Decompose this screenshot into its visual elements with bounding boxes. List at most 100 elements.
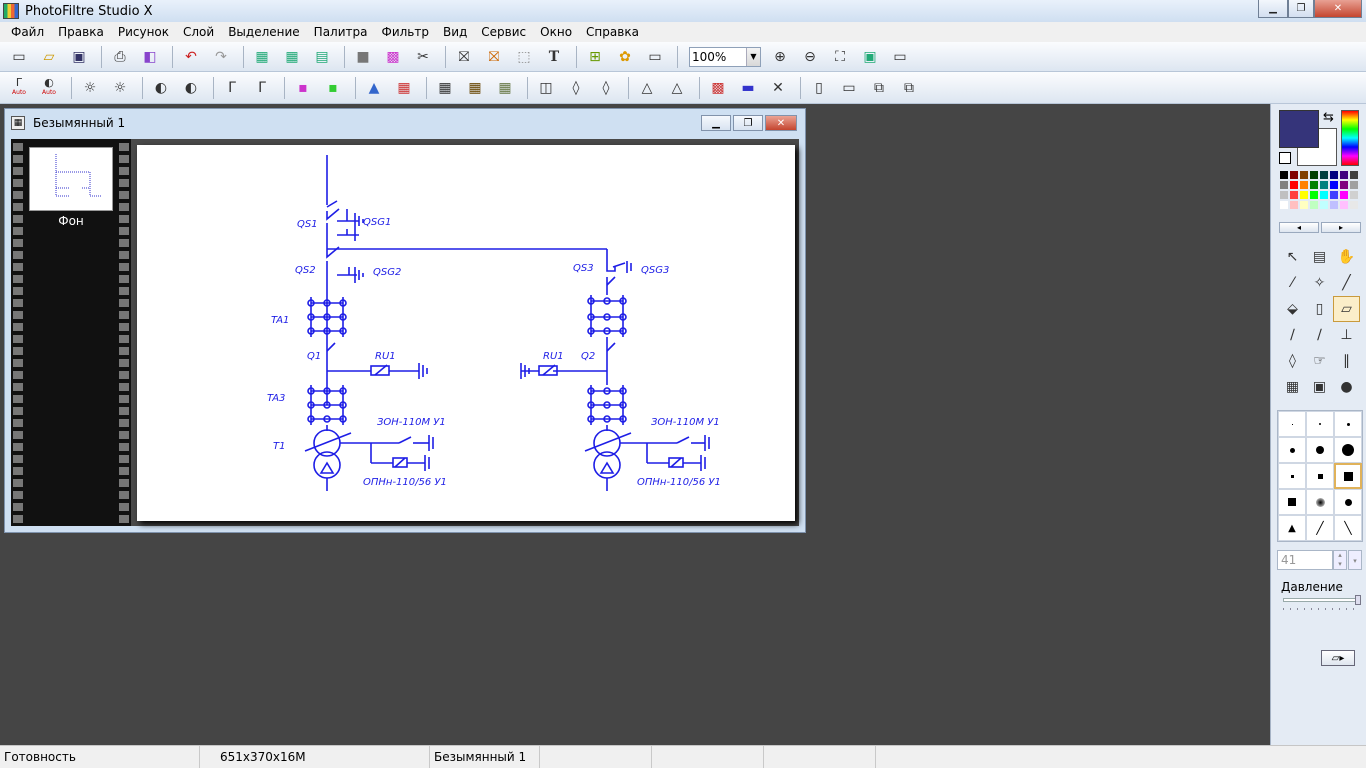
menu-item[interactable]: Рисунок <box>117 25 169 39</box>
magic-wand-tool-icon[interactable]: ✧ <box>1313 275 1326 291</box>
text-icon[interactable]: T <box>548 48 560 65</box>
plugin-icon[interactable]: ✿ <box>619 48 631 65</box>
color-spectrum[interactable] <box>1341 110 1359 166</box>
brush-square-l[interactable] <box>1334 463 1362 489</box>
palette-swatch[interactable] <box>1329 190 1339 200</box>
brightness-plus-icon[interactable]: ☼ <box>113 79 127 96</box>
brush-dot-xxl[interactable] <box>1334 437 1362 463</box>
palette-swatch[interactable] <box>1339 170 1349 180</box>
layer-thumbnail[interactable] <box>29 147 113 211</box>
menu-item[interactable]: Сервис <box>481 25 527 39</box>
transparency-icon[interactable]: ⛝ <box>488 48 500 65</box>
menu-item[interactable]: Выделение <box>228 25 300 39</box>
palette-swatch[interactable] <box>1309 190 1319 200</box>
palette-swatch[interactable] <box>1309 200 1319 210</box>
drop-light-icon[interactable]: △ <box>641 79 653 96</box>
palette-swatch[interactable] <box>1279 200 1289 210</box>
menu-item[interactable]: Палитра <box>313 25 368 39</box>
contrast-minus-icon[interactable]: ◐ <box>154 79 168 96</box>
image-canvas[interactable]: QS1 QSG1 QS2 QSG2 QS3 QSG3 TA1 Q1 RU1 RU… <box>137 145 795 521</box>
image-tube-tool-icon[interactable]: ▣ <box>1312 379 1327 395</box>
palette-swatch[interactable] <box>1349 180 1359 190</box>
palette-swatch[interactable] <box>1319 180 1329 190</box>
chevron-down-icon[interactable]: ▼ <box>746 47 760 66</box>
fill-bucket-tool-icon[interactable]: ⬙ <box>1287 301 1298 317</box>
palette-swatch[interactable] <box>1289 200 1299 210</box>
strawberry-tool-icon[interactable]: ● <box>1340 379 1353 395</box>
brush-size-dropdown[interactable]: ▾ <box>1348 550 1362 570</box>
brush-triangle-custom[interactable]: ▲ <box>1278 515 1306 541</box>
brush-dot-xl[interactable] <box>1306 437 1334 463</box>
pattern-tool-icon[interactable]: ▦ <box>1285 379 1300 395</box>
brush-square-s[interactable] <box>1278 463 1306 489</box>
palette-swatch[interactable] <box>1279 180 1289 190</box>
close-button[interactable]: ✕ <box>1314 0 1362 18</box>
palette-swatch[interactable] <box>1329 170 1339 180</box>
advanced-brush-tool-icon[interactable]: ∕ <box>1317 327 1322 343</box>
palette-swatch[interactable] <box>1329 200 1339 210</box>
palette-swatch[interactable] <box>1339 180 1349 190</box>
paste-as-image-icon[interactable]: ▦ <box>255 48 269 65</box>
brush-tool-icon[interactable]: ∕ <box>1290 327 1295 343</box>
menu-item[interactable]: Вид <box>442 25 468 39</box>
spin-up-icon[interactable]: ▴ <box>1338 551 1342 559</box>
menu-item[interactable]: Справка <box>586 25 639 39</box>
palette-swatch[interactable] <box>1289 170 1299 180</box>
palette-swatch[interactable] <box>1349 190 1359 200</box>
stamp-tool-icon[interactable]: ⊥ <box>1340 327 1353 343</box>
eraser-tool-icon[interactable]: ▱ <box>1333 296 1360 322</box>
move-selection-icon[interactable]: ⛝ <box>458 48 470 65</box>
selection-icon[interactable]: ⬚ <box>517 48 531 65</box>
swap-colors-icon[interactable]: ⇆ <box>1323 110 1334 125</box>
layer-manager-icon[interactable]: ⊞ <box>589 48 601 65</box>
palette-swatch[interactable] <box>1289 190 1299 200</box>
doc-minimize-button[interactable]: ▁ <box>701 115 731 131</box>
palette-swatch[interactable] <box>1349 170 1359 180</box>
hand-tool-icon[interactable]: ✋ <box>1337 249 1356 265</box>
saturation-minus-icon[interactable]: ▪ <box>298 79 308 96</box>
gamma-plus-icon[interactable]: Γ <box>258 79 266 96</box>
palette-swatch[interactable] <box>1339 200 1349 210</box>
brush-dot-l[interactable] <box>1278 437 1306 463</box>
palette-swatch[interactable] <box>1329 180 1339 190</box>
fullscreen-icon[interactable]: ▭ <box>648 48 662 65</box>
color-balance-icon[interactable]: ▩ <box>386 48 400 65</box>
dither-1-icon[interactable]: ▦ <box>438 79 452 96</box>
brush-square-m[interactable] <box>1306 463 1334 489</box>
palette-swatch[interactable] <box>1299 170 1309 180</box>
canvas-size-icon[interactable]: ▤ <box>315 48 329 65</box>
palette-swatch[interactable] <box>1279 170 1289 180</box>
eyedropper-tool-icon[interactable]: ⁄ <box>1291 275 1294 291</box>
transform-icon[interactable]: ✕ <box>772 79 784 96</box>
sharpen-icon[interactable]: ◊ <box>602 79 610 96</box>
menu-item[interactable]: Слой <box>183 25 215 39</box>
contrast-plus-icon[interactable]: ◐ <box>184 79 198 96</box>
eraser-options-button[interactable]: ▱▸ <box>1321 650 1355 666</box>
spin-down-icon[interactable]: ▾ <box>1338 560 1342 568</box>
soften-icon[interactable]: ◊ <box>572 79 580 96</box>
rotate-icon[interactable]: ▭ <box>842 79 856 96</box>
palette-swatch[interactable] <box>1349 200 1359 210</box>
undo-icon[interactable]: ↶ <box>185 48 197 65</box>
saturation-plus-icon[interactable]: ▪ <box>328 79 338 96</box>
foreground-color[interactable] <box>1279 110 1319 148</box>
palette-swatch[interactable] <box>1309 170 1319 180</box>
layer-tool-icon[interactable]: ▤ <box>1312 249 1327 265</box>
palette-swatch[interactable] <box>1279 190 1289 200</box>
export-icon[interactable]: ⧉ <box>904 79 914 96</box>
open-folder-icon[interactable]: ▱ <box>43 48 55 65</box>
brush-soft-custom[interactable] <box>1306 489 1334 515</box>
palette-swatch[interactable] <box>1299 200 1309 210</box>
flip-icon[interactable]: ▯ <box>815 79 823 96</box>
pointer-tool-icon[interactable]: ↖ <box>1286 249 1299 265</box>
blur-icon[interactable]: ◫ <box>539 79 553 96</box>
palette-swatch[interactable] <box>1319 200 1329 210</box>
pressure-slider-thumb[interactable] <box>1355 595 1361 605</box>
auto-contrast-icon[interactable]: ◐Auto <box>42 75 56 96</box>
line-tool-icon[interactable]: ╱ <box>1342 275 1351 291</box>
brightness-minus-icon[interactable]: ☼ <box>83 79 97 96</box>
palette-swatch[interactable] <box>1319 190 1329 200</box>
brush-dot-m[interactable] <box>1334 411 1362 437</box>
brush-size-input[interactable]: 41 <box>1277 550 1333 570</box>
